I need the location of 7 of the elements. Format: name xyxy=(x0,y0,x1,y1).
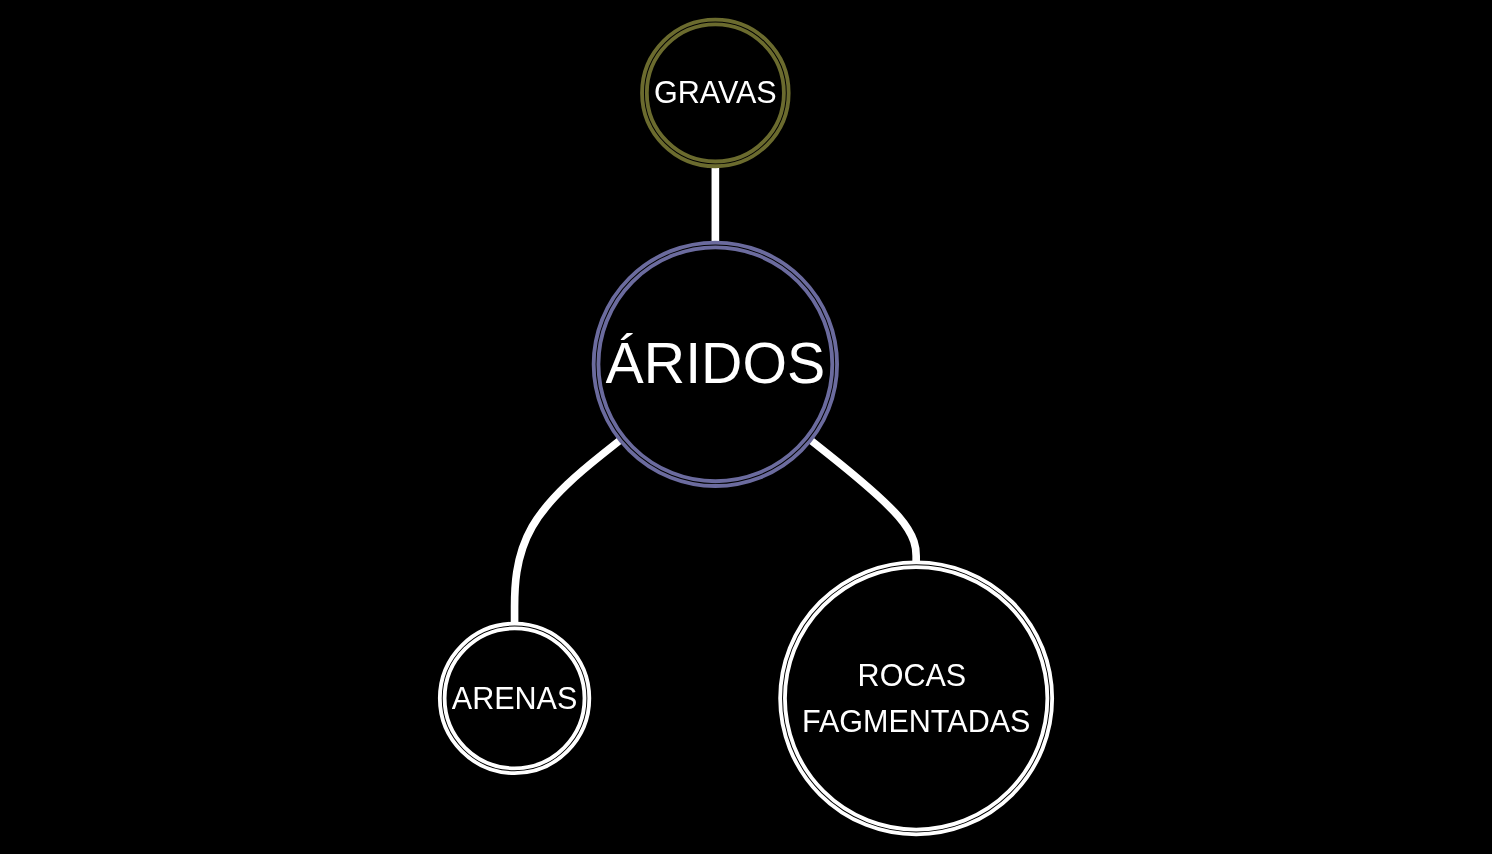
node-circle: ARENAS xyxy=(437,621,592,775)
node-circle: ÁRIDOS xyxy=(591,240,839,488)
node-circle: GRAVAS xyxy=(640,17,791,169)
connector xyxy=(510,437,623,624)
connector xyxy=(711,166,720,243)
connector xyxy=(808,437,920,563)
node-circle: ROCAS FAGMENTADAS xyxy=(778,560,1055,837)
